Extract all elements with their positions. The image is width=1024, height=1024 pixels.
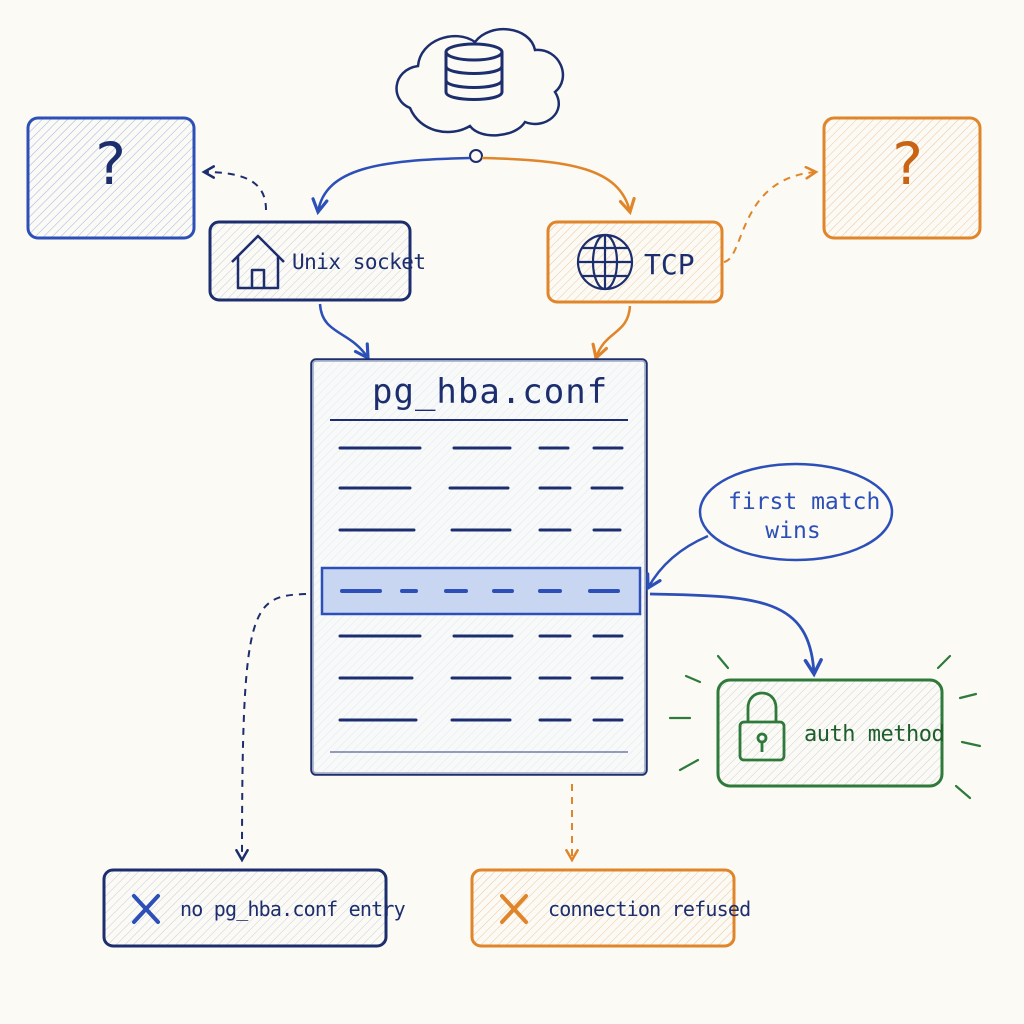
arrow-tcp-to-hba bbox=[591, 305, 632, 362]
unknown-left-label: ? bbox=[92, 130, 128, 198]
tcp-box bbox=[546, 220, 724, 304]
x-icon bbox=[500, 894, 528, 924]
dashed-arrow-unix-to-unknown bbox=[201, 165, 267, 211]
callout-line-2: wins bbox=[765, 518, 821, 544]
no-entry-label: no pg_hba.conf entry bbox=[180, 897, 406, 921]
tcp-label: TCP bbox=[644, 248, 695, 281]
auth-method-label: auth method bbox=[804, 722, 945, 747]
arrow-match-to-auth bbox=[649, 592, 823, 678]
database-icon bbox=[444, 42, 504, 101]
refused-box bbox=[470, 868, 736, 948]
unix-socket-label: Unix socket bbox=[292, 250, 426, 274]
auth-method-box bbox=[668, 654, 982, 800]
matched-rule-row bbox=[320, 566, 642, 616]
config-rule-lines bbox=[338, 446, 624, 722]
unknown-right-label: ? bbox=[889, 130, 925, 198]
unknown-right-box bbox=[822, 116, 982, 240]
callout-line-1: first match bbox=[728, 489, 881, 515]
lock-icon bbox=[738, 691, 786, 762]
globe-icon bbox=[576, 233, 634, 291]
database-cloud bbox=[395, 28, 565, 137]
house-icon bbox=[231, 234, 285, 290]
callout-text: first match wins bbox=[728, 488, 881, 546]
hba-file bbox=[310, 358, 648, 776]
hba-file-title: pg_hba.conf bbox=[372, 372, 609, 412]
x-icon bbox=[132, 894, 160, 924]
first-match-callout bbox=[646, 462, 894, 591]
unknown-left-box bbox=[26, 116, 196, 240]
unix-socket-box bbox=[208, 220, 412, 302]
arrow-to-unix bbox=[311, 156, 471, 216]
refused-label: connection refused bbox=[548, 897, 751, 921]
arrow-unix-to-hba bbox=[318, 303, 370, 361]
dashed-arrow-tcp-to-unknown bbox=[723, 165, 819, 263]
highlight-rays bbox=[668, 654, 982, 800]
no-entry-box bbox=[102, 868, 388, 948]
junction-node bbox=[469, 149, 483, 163]
dashed-arrow-to-no-entry bbox=[235, 593, 307, 863]
arrow-to-tcp bbox=[481, 156, 636, 216]
